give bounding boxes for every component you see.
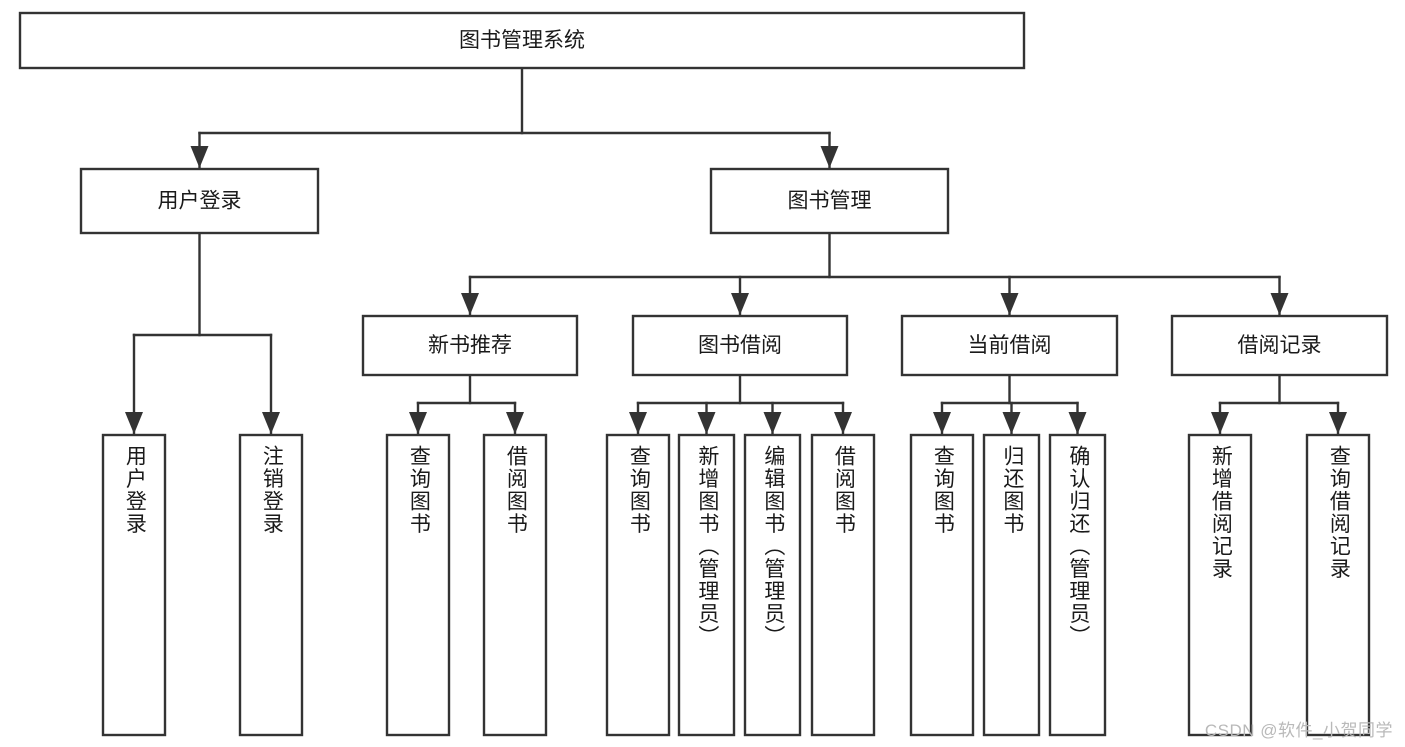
node-box-root[interactable]	[18, 11, 1026, 70]
connector-lines	[125, 66, 1347, 435]
arrow-root-to-l2-0	[190, 146, 209, 168]
node-box-l3-2[interactable]	[900, 314, 1119, 377]
arrow-parent-to-leaf-0-0	[125, 412, 143, 434]
arrow-parent-to-leaf-2-2	[763, 412, 782, 434]
node-box-leaf-0[interactable]	[101, 433, 167, 737]
node-box-l3-0[interactable]	[361, 314, 579, 377]
arrow-l2-to-l3-0	[461, 293, 479, 315]
node-box-l2-1[interactable]	[709, 167, 950, 235]
node-box-l3-3[interactable]	[1170, 314, 1389, 377]
node-label-root: 图书管理系统	[459, 29, 585, 52]
arrow-parent-to-leaf-4-1	[1329, 412, 1347, 434]
node-box-leaf-2[interactable]	[385, 433, 451, 737]
arrow-parent-to-leaf-3-0	[933, 412, 951, 434]
node-box-leaf-3[interactable]	[482, 433, 548, 737]
arrow-parent-to-leaf-3-1	[1002, 412, 1021, 434]
arrow-l2-to-l3-1	[731, 293, 749, 315]
node-box-leaf-10[interactable]	[1048, 433, 1107, 737]
node-label-l3-3: 借阅记录	[1238, 334, 1322, 357]
node-boxes	[18, 11, 1389, 737]
node-box-leaf-1[interactable]	[238, 433, 304, 737]
watermark: CSDN @软件_小贺同学	[1204, 721, 1393, 740]
node-box-leaf-9[interactable]	[982, 433, 1041, 737]
arrow-parent-to-leaf-4-0	[1211, 412, 1229, 434]
arrow-root-to-l2-1	[820, 146, 839, 168]
node-box-leaf-8[interactable]	[909, 433, 975, 737]
node-box-l3-1[interactable]	[631, 314, 849, 377]
node-box-leaf-7[interactable]	[810, 433, 876, 737]
arrow-parent-to-leaf-3-2	[1068, 412, 1087, 434]
arrow-l2-to-l3-2	[1000, 293, 1019, 315]
arrow-l2-to-l3-3	[1270, 293, 1289, 315]
node-label-l3-0: 新书推荐	[428, 334, 512, 357]
node-box-leaf-5[interactable]	[677, 433, 736, 737]
arrow-parent-to-leaf-1-0	[409, 412, 427, 434]
arrow-parent-to-leaf-2-0	[629, 412, 647, 434]
node-box-leaf-6[interactable]	[743, 433, 802, 737]
node-label-l2-0: 用户登录	[158, 190, 242, 213]
node-label-l3-2: 当前借阅	[968, 334, 1052, 357]
node-box-leaf-11[interactable]	[1187, 433, 1253, 737]
node-box-leaf-12[interactable]	[1305, 433, 1371, 737]
node-box-l2-0[interactable]	[79, 167, 320, 235]
arrow-parent-to-leaf-1-1	[506, 412, 524, 434]
arrow-parent-to-leaf-0-1	[262, 412, 280, 434]
node-box-leaf-4[interactable]	[605, 433, 671, 737]
node-label-l2-1: 图书管理	[788, 190, 872, 213]
arrow-parent-to-leaf-2-1	[697, 412, 716, 434]
arrow-parent-to-leaf-2-3	[834, 412, 852, 434]
node-label-l3-1: 图书借阅	[698, 334, 782, 357]
